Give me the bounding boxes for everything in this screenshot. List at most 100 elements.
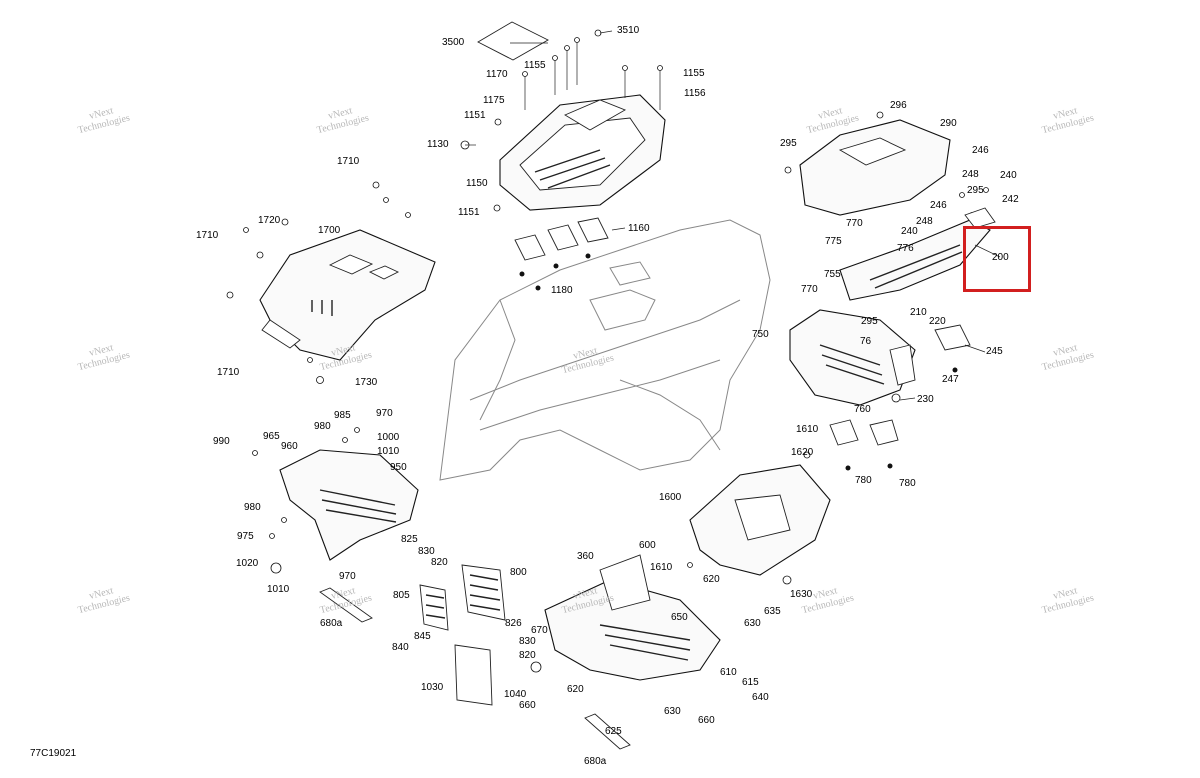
callout[interactable]: 970	[376, 408, 393, 419]
callout[interactable]: 660	[698, 715, 715, 726]
callout[interactable]: 1610	[796, 424, 819, 435]
callout[interactable]: 1710	[217, 367, 240, 378]
callout[interactable]: 1156	[684, 88, 706, 99]
callout[interactable]: 296	[890, 100, 907, 111]
callout[interactable]: 960	[281, 441, 298, 452]
callout[interactable]: 248	[962, 169, 979, 180]
callout[interactable]: 290	[940, 118, 957, 129]
callout[interactable]: 845	[414, 631, 431, 642]
callout[interactable]: 242	[1002, 194, 1019, 205]
callout[interactable]: 1151	[464, 110, 486, 121]
callout[interactable]: 245	[986, 346, 1003, 357]
callout[interactable]: 800	[510, 567, 527, 578]
callout[interactable]: 776	[897, 243, 914, 254]
callout[interactable]: 1030	[421, 682, 444, 693]
callout[interactable]: 210	[910, 307, 927, 318]
callout[interactable]: 1700	[318, 225, 341, 236]
callout[interactable]: 248	[916, 216, 933, 227]
part-1160-blocks	[514, 217, 609, 291]
callout[interactable]: 970	[339, 571, 356, 582]
callout[interactable]: 1710	[337, 156, 360, 167]
callout[interactable]: 1040	[504, 689, 527, 700]
callout[interactable]: 1730	[355, 377, 378, 388]
callout[interactable]: 1130	[427, 139, 449, 150]
callout[interactable]: 1175	[483, 95, 505, 106]
part-680a-bar-left	[319, 587, 373, 623]
callout[interactable]: 600	[639, 540, 656, 551]
callout[interactable]: 1620	[791, 447, 814, 458]
callout[interactable]: 76	[860, 336, 872, 347]
part-680a-bar-bottom	[584, 713, 631, 750]
callout[interactable]: 1710	[196, 230, 219, 241]
callout[interactable]: 1170	[486, 69, 508, 80]
callout[interactable]: 1160	[628, 223, 650, 234]
callout[interactable]: 1010	[377, 446, 400, 457]
callout[interactable]: 775	[825, 236, 842, 247]
callout[interactable]: 770	[801, 284, 818, 295]
callout[interactable]: 3510	[617, 25, 640, 36]
callout[interactable]: 240	[901, 226, 918, 237]
callout[interactable]: 1010	[267, 584, 290, 595]
callout[interactable]: 1000	[377, 432, 400, 443]
callout[interactable]: 1155	[683, 68, 705, 79]
callout[interactable]: 295	[967, 185, 984, 196]
callout[interactable]: 820	[519, 650, 536, 661]
callout[interactable]: 1155	[524, 60, 546, 71]
callout[interactable]: 650	[671, 612, 688, 623]
callout[interactable]: 1020	[236, 558, 259, 569]
callout[interactable]: 950	[390, 462, 407, 473]
callout[interactable]: 240	[1000, 170, 1017, 181]
callout[interactable]: 220	[929, 316, 946, 327]
callout[interactable]: 680a	[584, 756, 607, 767]
callout[interactable]: 840	[392, 642, 409, 653]
callout[interactable]: 635	[764, 606, 781, 617]
callout[interactable]: 805	[393, 590, 410, 601]
callout[interactable]: 826	[505, 618, 522, 629]
callout[interactable]: 660	[519, 700, 536, 711]
callout[interactable]: 610	[720, 667, 737, 678]
callout[interactable]: 985	[334, 410, 351, 421]
callout[interactable]: 990	[213, 436, 230, 447]
callout[interactable]: 975	[237, 531, 254, 542]
callout[interactable]: 620	[567, 684, 584, 695]
callout[interactable]: 246	[972, 145, 989, 156]
callout[interactable]: 825	[401, 534, 418, 545]
callout[interactable]: 830	[418, 546, 435, 557]
callout[interactable]: 3500	[442, 37, 465, 48]
callout[interactable]: 980	[244, 502, 261, 513]
callout[interactable]: 755	[824, 269, 841, 280]
callout[interactable]: 965	[263, 431, 280, 442]
callout[interactable]: 200	[992, 252, 1009, 263]
callout[interactable]: 1180	[551, 285, 573, 296]
callout[interactable]: 1630	[790, 589, 813, 600]
callout[interactable]: 1600	[659, 492, 682, 503]
callout[interactable]: 780	[855, 475, 872, 486]
callout[interactable]: 246	[930, 200, 947, 211]
callout[interactable]: 830	[519, 636, 536, 647]
callout[interactable]: 630	[744, 618, 761, 629]
callout[interactable]: 615	[742, 677, 759, 688]
callout[interactable]: 1150	[466, 178, 488, 189]
callout[interactable]: 295	[861, 316, 878, 327]
callout[interactable]: 770	[846, 218, 863, 229]
callout[interactable]: 980	[314, 421, 331, 432]
callout[interactable]: 630	[664, 706, 681, 717]
callout[interactable]: 247	[942, 374, 959, 385]
callout[interactable]: 295	[780, 138, 797, 149]
callout[interactable]: 1720	[258, 215, 281, 226]
callout[interactable]: 760	[854, 404, 871, 415]
callout[interactable]: 780	[899, 478, 916, 489]
callout[interactable]: 1151	[458, 207, 480, 218]
callout[interactable]: 640	[752, 692, 769, 703]
callout[interactable]: 620	[703, 574, 720, 585]
callout[interactable]: 1610	[650, 562, 673, 573]
callout[interactable]: 625	[605, 726, 622, 737]
callout[interactable]: 230	[917, 394, 934, 405]
callout[interactable]: 680a	[320, 618, 343, 629]
callout[interactable]: 670	[531, 625, 548, 636]
callout[interactable]: 820	[431, 557, 448, 568]
callout[interactable]: 360	[577, 551, 594, 562]
callout[interactable]: 750	[752, 329, 769, 340]
